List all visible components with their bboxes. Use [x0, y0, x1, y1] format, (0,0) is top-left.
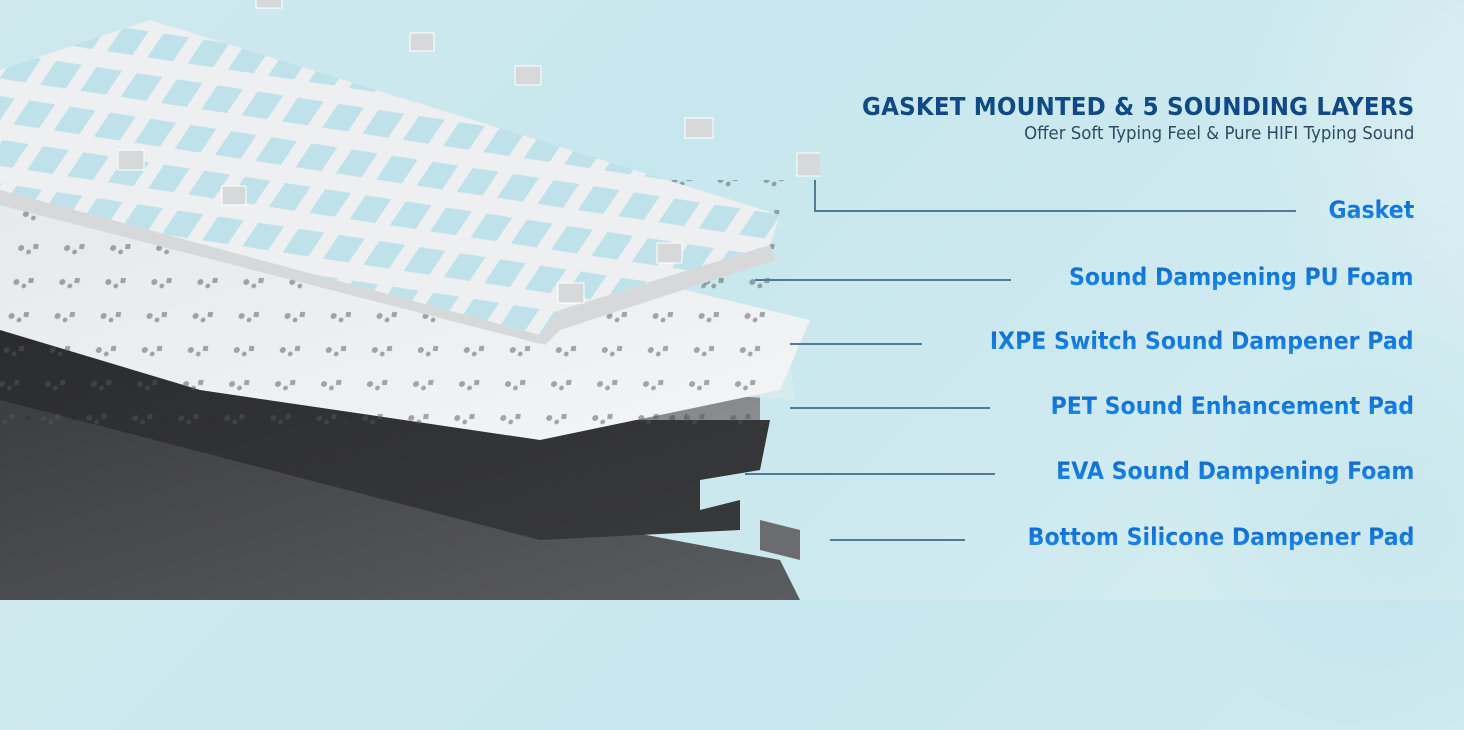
- leader-line-pet: [790, 407, 990, 409]
- layer-label-bottom-silicone-pad: Bottom Silicone Dampener Pad: [1027, 523, 1414, 551]
- leader-line-bottom-pad: [830, 539, 965, 541]
- leader-line-eva: [745, 473, 995, 475]
- keyboard-exploded-illustration: [0, 0, 820, 600]
- layer-label-ixpe-pad: IXPE Switch Sound Dampener Pad: [990, 327, 1414, 355]
- layer-label-pu-foam: Sound Dampening PU Foam: [1069, 263, 1414, 291]
- heading-subtitle: Offer Soft Typing Feel & Pure HIFI Typin…: [1023, 123, 1414, 144]
- background-glow: [1230, 0, 1464, 360]
- leader-line-gasket-vertical: [814, 180, 816, 212]
- leader-line-pu-foam: [755, 279, 1011, 281]
- heading-title: GASKET MOUNTED & 5 SOUNDING LAYERS: [861, 92, 1414, 121]
- heading-block: GASKET MOUNTED & 5 SOUNDING LAYERS Offer…: [814, 92, 1414, 144]
- leader-line-ixpe: [790, 343, 922, 345]
- leader-line-gasket: [814, 210, 1296, 212]
- layer-label-eva-foam: EVA Sound Dampening Foam: [1055, 457, 1414, 485]
- layer-label-pet-pad: PET Sound Enhancement Pad: [1050, 392, 1414, 420]
- gasket-cube: [117, 0, 820, 304]
- layer-label-gasket: Gasket: [1328, 196, 1414, 224]
